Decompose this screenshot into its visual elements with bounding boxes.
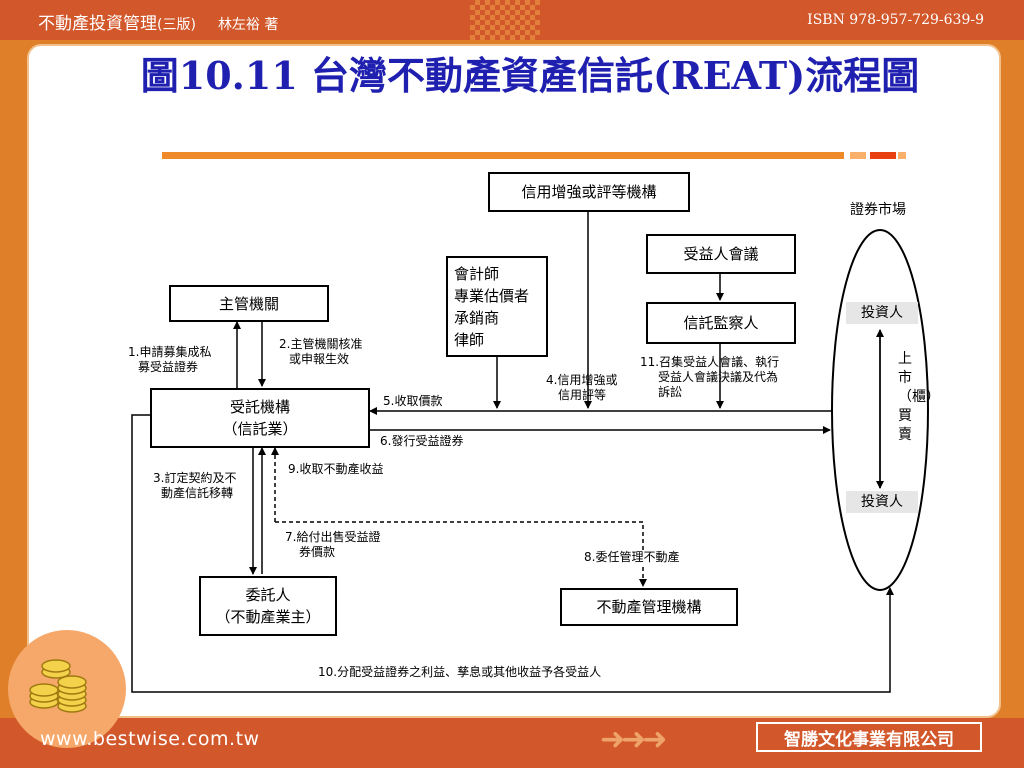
step7-label: 7.給付出售受益證 券價款	[285, 530, 381, 559]
accountants-line: 承銷商	[454, 308, 500, 327]
trustee-box: 受託機構 （信託業）	[150, 388, 370, 448]
step10-label: 10.分配受益證券之利益、孳息或其他收益予各受益人	[318, 665, 602, 679]
step1-label: 1.申請募集成私 募受益證券	[128, 345, 212, 374]
arrow-step10	[131, 414, 894, 693]
property-manager-box: 不動產管理機構	[560, 588, 738, 626]
investor-bottom-box: 投資人	[846, 491, 918, 513]
step3-label: 3.訂定契約及不 動產信託移轉	[153, 471, 237, 500]
settlor-name: 委託人	[245, 586, 291, 604]
footer-company: 智勝文化事業有限公司	[756, 722, 982, 752]
credit-agency-box: 信用增強或評等機構	[488, 172, 690, 212]
accountants-line: 會計師	[454, 264, 500, 283]
market-ellipse	[831, 229, 929, 591]
settlor-type: （不動產業主）	[215, 608, 321, 626]
market-title: 證券市場	[850, 202, 906, 218]
settlor-box: 委託人 （不動產業主）	[199, 576, 337, 636]
accountants-box: 會計師 專業估價者 承銷商 律師	[446, 256, 548, 357]
book-edition: (三版)	[157, 17, 196, 33]
step11-label: 11.召集受益人會議、執行 受益人會議決議及代為 訴訟	[640, 355, 780, 399]
listing-label: 上市（櫃）買賣	[898, 350, 940, 445]
book-author: 林左裕 著	[217, 17, 279, 33]
coins-icon	[29, 659, 87, 713]
accountants-line: 專業估價者	[454, 286, 530, 305]
investor-top-box: 投資人	[846, 302, 918, 324]
title-underline	[162, 152, 844, 159]
footer-arrows-decoration: ➜➜➜	[600, 722, 667, 757]
arrow-step8	[275, 521, 647, 587]
isbn-text: ISBN 978-957-729-639-9	[807, 12, 984, 28]
step4-label: 4.信用增強或 信用評等	[546, 373, 618, 402]
title-underline-accent	[850, 152, 866, 159]
footer-bar	[0, 718, 1024, 768]
step9-label: 9.收取不動產收益	[288, 462, 384, 476]
beneficiary-meeting-box: 受益人會議	[646, 234, 796, 274]
slide-title: 圖10.11 台灣不動產資產信託(REAT)流程圖	[140, 53, 920, 98]
trustee-type: （信託業）	[222, 420, 298, 438]
step8-label: 8.委任管理不動產	[584, 550, 680, 565]
supervisor-box: 信託監察人	[646, 302, 796, 344]
book-title: 不動產投資管理	[38, 14, 157, 34]
title-underline-accent	[870, 152, 896, 159]
header-bar: 不動產投資管理(三版) 林左裕 著 ISBN 978-957-729-639-9	[0, 0, 1024, 40]
footer-url[interactable]: www.bestwise.com.tw	[40, 728, 260, 750]
step6-label: 6.發行受益證券	[380, 434, 464, 448]
accountants-line: 律師	[454, 330, 485, 349]
header-checker-pattern	[470, 0, 540, 40]
step2-label: 2.主管機關核准 或申報生效	[279, 337, 363, 366]
title-underline-accent	[898, 152, 906, 159]
authority-box: 主管機關	[169, 285, 329, 322]
step5-label: 5.收取價款	[383, 394, 443, 408]
trustee-name: 受託機構	[229, 398, 290, 416]
header-book-info: 不動產投資管理(三版) 林左裕 著	[38, 9, 278, 34]
